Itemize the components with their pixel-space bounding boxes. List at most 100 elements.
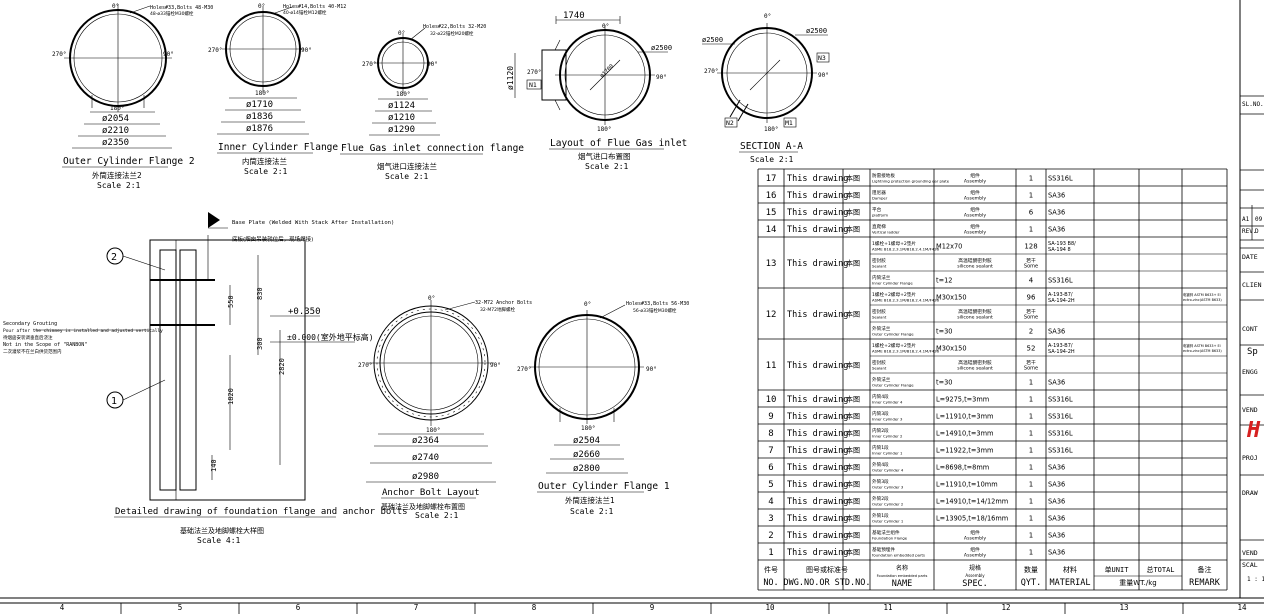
border-zone-11: 11 (883, 603, 892, 612)
bom-spec: L=14910,t=3mm (936, 430, 993, 438)
bom-name-en: Inner Cylinder 1 (872, 451, 903, 456)
bom-remark-2: ectro-zinc(ASTM B633) (1183, 298, 1222, 302)
bom-std-no: 本图 (846, 531, 860, 540)
bom-qty: 1 (1029, 226, 1033, 234)
bom-material-2: SA-194 8 (1048, 247, 1071, 253)
bom-item-no: 16 (766, 191, 777, 201)
bom-name-en: Inner Cylinder 4 (872, 400, 903, 405)
bom-item-no: 17 (766, 174, 777, 184)
bom-spec: L=14910,t=14/12mm (936, 498, 1008, 506)
bom-material: SA36 (1048, 498, 1065, 506)
border-zone-9: 9 (650, 603, 655, 612)
section-tag-n3: N3 (818, 54, 826, 62)
outer-flange2-angle-0: 0° (112, 3, 119, 10)
title-block-field-3: REV. (1242, 228, 1256, 235)
title-block-field-6: CLIEN (1242, 281, 1262, 289)
bom-name-en: ASME B18.2.3.1M/B18.2.4.1M/F436 (872, 247, 940, 252)
bom-item-no: 11 (766, 361, 777, 371)
foundation-title: Detailed drawing of foundation flange an… (115, 507, 408, 517)
bom-header-unit-wt: 重量WT./kg (1119, 579, 1156, 587)
bom-spec: Assembly (964, 179, 986, 185)
bom-name-en: Lightning protection grounding ear plate (872, 179, 950, 184)
border-zone-6: 6 (296, 603, 301, 612)
bom-spec: L=9275,t=3mm (936, 396, 989, 404)
bom-std-no: 本图 (846, 514, 860, 523)
flue-layout-angle-0: 0° (602, 23, 609, 30)
bom-qty: 1 (1029, 532, 1033, 540)
bom-name-cn: 外筒3段 (872, 478, 889, 485)
bom-header-no-cn: 件号 (764, 565, 778, 574)
flue-flange-scale: Scale 2:1 (385, 172, 429, 181)
bom-dwg-no: This drawing (787, 208, 848, 218)
section-angle-270: 270° (704, 68, 718, 75)
bom-header-spec: SPEC. (962, 579, 988, 589)
flue-layout-title: Layout of Flue Gas inlet (550, 138, 687, 149)
bom-item-no: 10 (766, 395, 777, 405)
flue-layout-dim-top: 1740 (563, 11, 585, 21)
bom-name-cn: 1螺栓+1螺母+2垫片 (872, 240, 916, 247)
bom-header-no: NO. (763, 578, 778, 588)
bom-item-no: 2 (768, 531, 773, 541)
flue-layout-scale: Scale 2:1 (585, 162, 629, 171)
bom-qty: 1 (1029, 481, 1033, 489)
bom-name-en: Outer Cylinder Flange (872, 332, 914, 337)
bom-qty: 1 (1029, 447, 1033, 455)
bom-dwg-no: This drawing (787, 225, 848, 235)
bom-item-no: 1 (768, 548, 773, 558)
view-outer-flange-1: Holes#33,Bolts 56-M30 56-ø33锚栓M30螺栓 0° 9… (517, 301, 689, 516)
outer-flange2-hole-note-cn: 48-ø33锚栓M30螺栓 (150, 10, 194, 17)
bom-header-qty: QYT. (1021, 578, 1041, 588)
section-angle-0: 0° (764, 13, 771, 20)
bom-qty: 1 (1029, 379, 1033, 387)
outer-flange2-angle-180: 180° (110, 105, 124, 112)
section-angle-90: 90° (818, 72, 829, 79)
title-block-field-4: D (1255, 228, 1259, 235)
anchor-scale: Scale 2:1 (415, 511, 459, 520)
title-block-field-5: DATE (1242, 253, 1258, 261)
bom-name-cn: 1螺栓+2螺母+2垫片 (872, 291, 916, 298)
foundation-dim-140: 140 (210, 459, 218, 472)
anchor-title-cn: 基础法兰及地脚螺栓布置图 (381, 502, 465, 511)
bom-item-no: 6 (768, 463, 773, 473)
outer-flange2-title-cn: 外筒连接法兰2 (92, 170, 142, 180)
bom-name-cn: 1螺栓+2螺母+2垫片 (872, 342, 916, 349)
flue-flange-angle-90: 90° (427, 61, 438, 68)
bom-qty: 1 (1029, 413, 1033, 421)
bom-spec: L=13905,t=18/16mm (936, 515, 1008, 523)
view-section-aa: ø2500 ø2500 0° 90° 180° 270° N3 N2 M1 SE… (702, 13, 830, 164)
bom-name-en: Sealant (872, 315, 887, 320)
foundation-dim-550: 550 (227, 295, 235, 308)
border-zone-5: 5 (178, 603, 183, 612)
bom-header-name: NAME (892, 579, 912, 589)
border-zone-14: 14 (1237, 603, 1247, 612)
bom-spec: t=30 (936, 379, 953, 387)
bom-item-no: 3 (768, 514, 773, 524)
section-dim-left: ø2500 (702, 36, 723, 44)
bom-std-no: 本图 (846, 225, 860, 234)
balloon-1: 1 (111, 396, 117, 407)
foundation-title-cn: 基础法兰及地脚螺栓大样图 (180, 526, 264, 535)
bom-item-no: 12 (766, 310, 777, 320)
bom-header-remark: REMARK (1189, 578, 1221, 588)
bom-dwg-no: This drawing (787, 191, 848, 201)
title-block-field-16: 1 : 1 (1247, 576, 1264, 583)
bom-name-cn: 内筒3段 (872, 410, 889, 417)
bom-spec: L=11910,t=10mm (936, 481, 998, 489)
bom-name-cn: 基础法兰组件 (872, 529, 900, 536)
bom-remark: 电镀锌 ASTM B633+ El (1183, 292, 1221, 297)
title-block-field-15: SCAL (1242, 561, 1258, 569)
bom-spec: t=12 (936, 277, 953, 285)
bom-item-no: 8 (768, 429, 773, 439)
bom-qty: 1 (1029, 498, 1033, 506)
bom-material: SA36 (1048, 226, 1065, 234)
outer-flange1-dia-1: ø2504 (573, 436, 600, 446)
bom-std-no: 本图 (846, 310, 860, 319)
